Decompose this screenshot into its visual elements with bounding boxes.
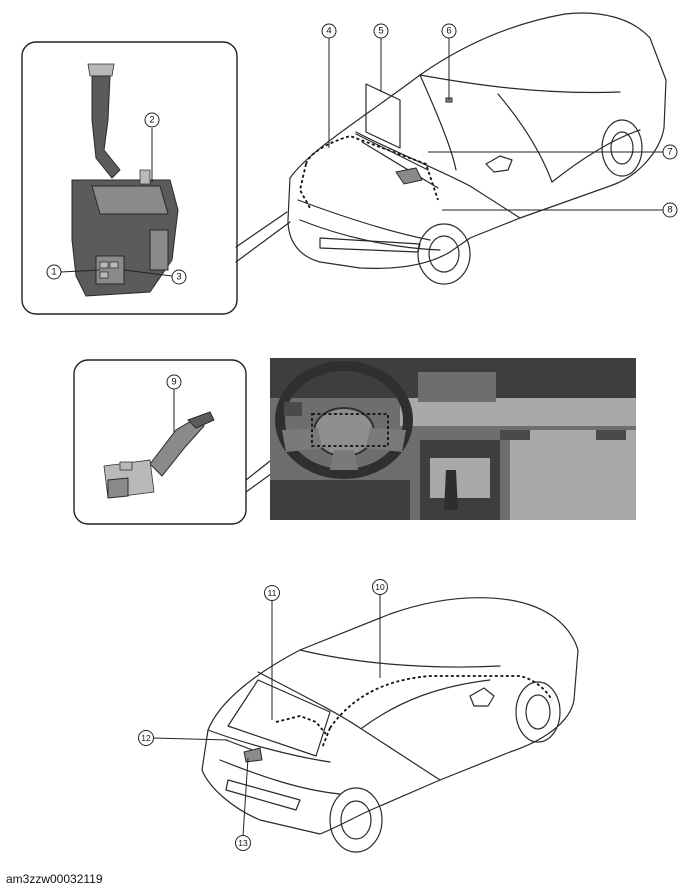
callout-8-label: 8	[667, 205, 672, 216]
callout-12: 12	[138, 730, 154, 746]
callout-7-label: 7	[667, 147, 672, 158]
callout-6-label: 6	[446, 26, 451, 37]
callout-2-label: 2	[149, 115, 154, 126]
wiper-switch-drawing	[103, 411, 215, 499]
callout-3-label: 3	[176, 272, 181, 283]
callout-3: 3	[171, 269, 187, 285]
hatchback-body-drawing	[201, 597, 579, 853]
dashboard-drawing	[270, 358, 636, 520]
callout-13: 13	[235, 835, 251, 851]
callout-10-label: 10	[375, 582, 385, 592]
dashboard-view	[73, 358, 636, 525]
sedan-front-view	[21, 12, 667, 315]
callout-7: 7	[662, 144, 678, 160]
callout-11: 11	[264, 585, 280, 601]
figure-reference-id: am3zzw00032119	[6, 872, 103, 886]
callout-12-label: 12	[141, 733, 151, 743]
inset-connector-line	[235, 221, 291, 263]
callout-9: 9	[166, 374, 182, 390]
sedan-body-drawing	[287, 12, 667, 285]
callout-10: 10	[372, 579, 388, 595]
callout-6: 6	[441, 23, 457, 39]
callout-11-label: 11	[268, 588, 277, 598]
washer-tank-drawing	[71, 63, 179, 297]
callout-2: 2	[144, 112, 160, 128]
callout-4: 4	[321, 23, 337, 39]
callout-13-label: 13	[238, 838, 248, 848]
callout-4-label: 4	[326, 26, 331, 37]
callout-8: 8	[662, 202, 678, 218]
leader-lines	[60, 38, 663, 837]
callout-5: 5	[373, 23, 389, 39]
callout-9-label: 9	[171, 377, 176, 388]
wiper-switch-inset-box	[73, 359, 247, 525]
inset-connector-line	[235, 211, 288, 248]
callout-5-label: 5	[378, 26, 383, 37]
callout-1: 1	[46, 264, 62, 280]
hatchback-rear-view	[201, 597, 579, 853]
callout-1-label: 1	[51, 267, 56, 278]
